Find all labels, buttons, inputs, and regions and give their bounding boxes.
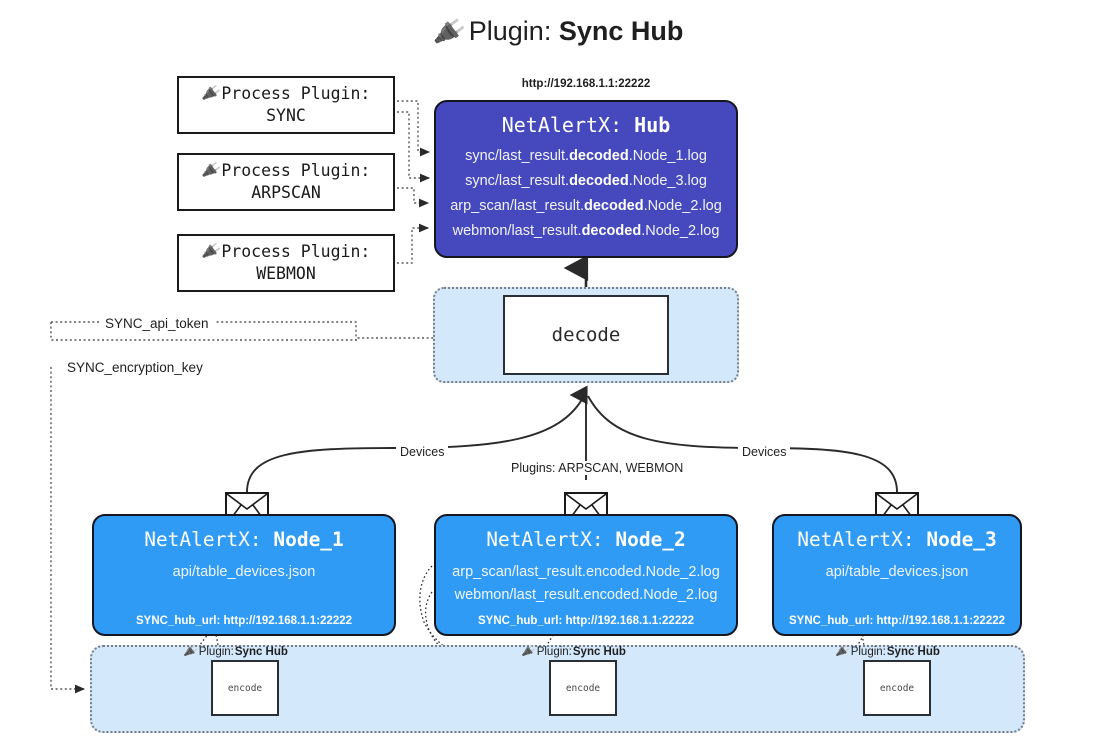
process-plugin-webmon[interactable]: 🔌Process Plugin: WEBMON <box>177 234 395 292</box>
sync-api-token-label: SYNC_api_token <box>100 316 214 331</box>
encoder-plugin-label: 🔌Plugin: Sync Hub <box>521 645 626 659</box>
plug-icon: 🔌 <box>200 241 222 262</box>
plug-icon: 🔌 <box>183 645 199 659</box>
plug-icon: 🔌 <box>431 15 467 49</box>
hub-box[interactable]: NetAlertX: Hub sync/last_result.decoded.… <box>434 100 738 258</box>
page-title: 🔌Plugin: Sync Hub <box>0 15 1117 49</box>
process-plugin-name: ARPSCAN <box>251 183 321 202</box>
process-plugin-label: Process Plugin: <box>221 161 371 181</box>
hub-header-prefix: NetAlertX: <box>501 113 635 137</box>
node-log-line: webmon/last_result.encoded.Node_2.log <box>454 587 718 604</box>
hub-header-name: Hub <box>634 113 671 137</box>
hub-header: NetAlertX: Hub <box>502 113 671 137</box>
decode-box[interactable]: decode <box>503 295 669 375</box>
plug-icon: 🔌 <box>200 83 222 104</box>
node-log-line: api/table_devices.json <box>825 564 969 580</box>
process-plugin-label: Process Plugin: <box>221 242 371 262</box>
hub-log-line: arp_scan/last_result.decoded.Node_2.log <box>450 197 722 214</box>
node-log-line: api/table_devices.json <box>172 564 316 580</box>
sync-encryption-key-label: SYNC_encryption_key <box>62 360 208 375</box>
hub-log-line: sync/last_result.decoded.Node_3.log <box>465 172 707 189</box>
encode-box[interactable]: encode <box>863 660 931 716</box>
encode-box[interactable]: encode <box>211 660 279 716</box>
node-header: NetAlertX: Node_1 <box>144 528 344 551</box>
page-title-name: Sync Hub <box>558 16 684 46</box>
page-title-prefix: Plugin: <box>468 16 559 46</box>
process-plugin-name: SYNC <box>266 106 306 125</box>
process-plugin-label: Process Plugin: <box>221 84 371 104</box>
edge-label-plugins: Plugins: ARPSCAN, WEBMON <box>507 461 688 475</box>
node-header: NetAlertX: Node_3 <box>797 528 997 551</box>
node-log-line: arp_scan/last_result.encoded.Node_2.log <box>452 564 720 580</box>
encoder-plugin-label: 🔌Plugin: Sync Hub <box>835 645 940 659</box>
edge-label-devices-left: Devices <box>396 445 449 459</box>
encoder-plugin-label: 🔌Plugin: Sync Hub <box>183 645 288 659</box>
plug-icon: 🔌 <box>521 645 537 659</box>
node-box-node-2[interactable]: NetAlertX: Node_2 arp_scan/last_result.e… <box>434 514 738 636</box>
encode-box[interactable]: encode <box>549 660 617 716</box>
node-box-node-3[interactable]: NetAlertX: Node_3 api/table_devices.json… <box>772 514 1022 636</box>
process-plugin-name: WEBMON <box>256 264 316 283</box>
node-box-node-1[interactable]: NetAlertX: Node_1 api/table_devices.json… <box>92 514 396 636</box>
process-plugin-sync[interactable]: 🔌Process Plugin: SYNC <box>177 76 395 134</box>
node-hub-url: SYNC_hub_url: http://192.168.1.1:22222 <box>788 615 1006 627</box>
edge-label-devices-right: Devices <box>738 445 791 459</box>
process-plugin-arpscan[interactable]: 🔌Process Plugin: ARPSCAN <box>177 153 395 211</box>
plug-icon: 🔌 <box>835 645 851 659</box>
node-hub-url: SYNC_hub_url: http://192.168.1.1:22222 <box>477 615 695 627</box>
hub-log-line: sync/last_result.decoded.Node_1.log <box>465 148 707 164</box>
hub-log-line: webmon/last_result.decoded.Node_2.log <box>452 222 720 239</box>
hub-url-label: http://192.168.1.1:22222 <box>521 78 651 90</box>
node-header: NetAlertX: Node_2 <box>486 528 686 551</box>
plug-icon: 🔌 <box>200 160 222 181</box>
node-hub-url: SYNC_hub_url: http://192.168.1.1:22222 <box>135 615 353 627</box>
